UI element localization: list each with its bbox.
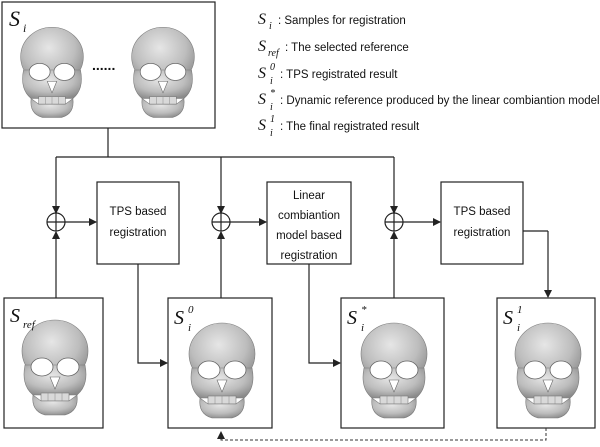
svg-text:i: i [269,21,272,32]
svg-text:ref: ref [268,48,280,59]
legend-item: S ref : The selected reference [258,38,409,59]
sample-distribution-lines [52,128,398,214]
svg-text:i: i [270,128,273,139]
process-box-line: TPS based [110,206,167,218]
samples-subscript: i [23,21,26,35]
samples-symbol: S [9,6,20,31]
process-box-line: registration [454,227,511,239]
process-box-line: combiantion [278,210,340,222]
svg-text:: Dynamic reference produced b: : Dynamic reference produced by the line… [280,95,600,107]
skull-label-subscript: i [517,322,520,334]
skull-label-symbol: S [10,305,20,327]
svg-text:S: S [258,38,266,55]
sum-node [211,212,231,232]
skull-label-symbol: S [174,307,184,329]
svg-text:S: S [258,117,266,134]
feedback-dashed-line [217,428,547,441]
process-box-line: Linear [293,190,325,202]
tps-registration-box-2 [440,181,524,265]
svg-text:S: S [258,11,266,28]
process-box-line: registration [110,227,167,239]
svg-text:S: S [258,65,266,82]
sum-node [46,212,66,232]
svg-text:: The selected reference: : The selected reference [285,42,409,54]
svg-text:*: * [270,88,275,99]
svg-text:i: i [270,76,273,87]
svg-text:i: i [270,102,273,113]
skull-label-subscript: ref [23,319,37,331]
skull-label-subscript: i [361,322,364,334]
legend-item: S i : Samples for registration [258,11,406,32]
svg-text:S: S [258,91,266,108]
skull-label-superscript: 0 [188,304,194,316]
process-box-line: model based [276,230,342,242]
svg-text:: TPS registrated result: : TPS registrated result [280,69,398,81]
skull-label-symbol: S [347,307,357,329]
linear-model-registration-box [266,181,352,265]
legend-item: S i * : Dynamic reference produced by th… [258,88,600,113]
arrow-linear-to-dynamic-ref [308,264,341,367]
process-box-line: registration [281,250,338,262]
skull-label-subscript: i [188,322,191,334]
process-box-line: TPS based [454,206,511,218]
legend-item: S i 0 : TPS registrated result [258,62,398,87]
legend: S i : Samples for registration S ref : T… [258,11,600,139]
skull-label-superscript: * [361,304,367,316]
svg-text:1: 1 [270,114,275,125]
skull-label-symbol: S [503,307,513,329]
skull-label-superscript: 1 [517,304,523,316]
tps-registration-box-1 [96,181,180,265]
sum-node [384,212,404,232]
svg-text:0: 0 [270,62,275,73]
svg-text:: The final registrated result: : The final registrated result [280,121,420,133]
legend-item: S i 1 : The final registrated result [258,114,420,139]
svg-text:: Samples for registration: : Samples for registration [278,15,406,27]
arrow-tps1-to-result [137,264,168,367]
samples-ellipsis: ...... [92,57,115,73]
